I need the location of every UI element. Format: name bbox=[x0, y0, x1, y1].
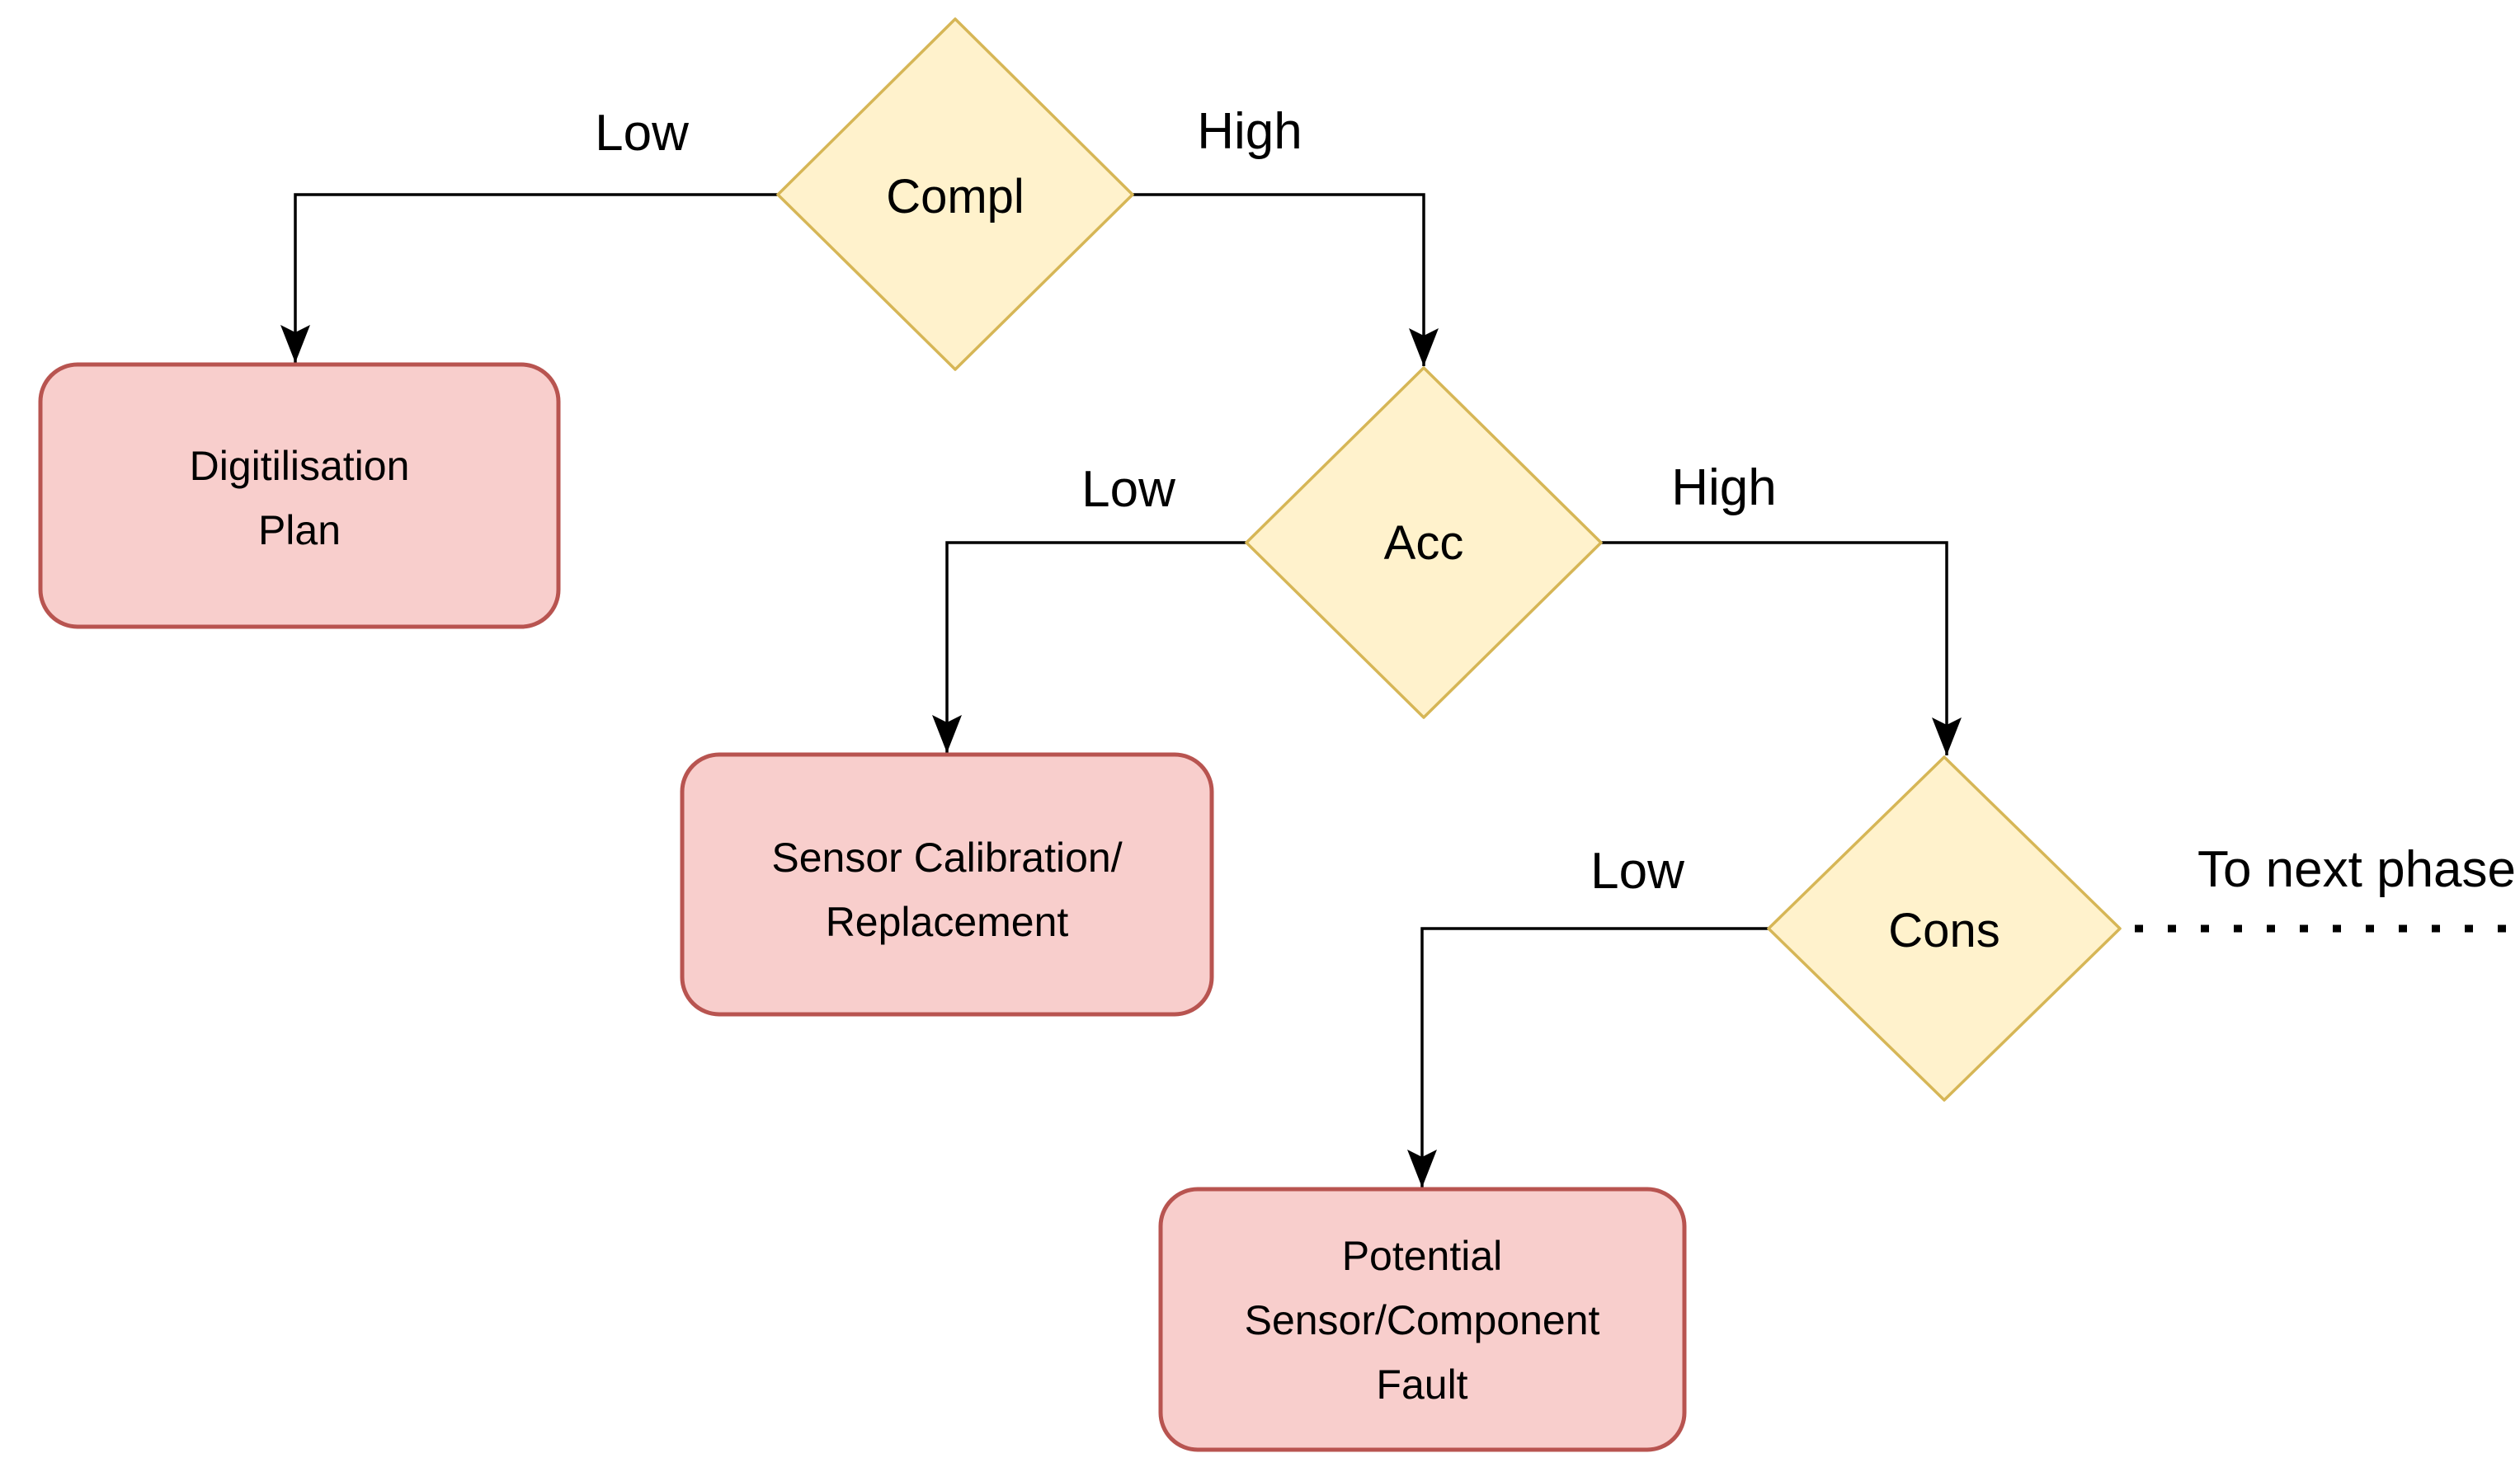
action-line: Digitilisation bbox=[190, 443, 410, 489]
action-potential-fault-shape bbox=[1158, 1187, 1687, 1452]
edge-acc-high: High bbox=[1601, 459, 1962, 755]
action-line: Sensor Calibration/ bbox=[771, 835, 1122, 881]
decision-compl-label: Compl bbox=[886, 170, 1024, 223]
action-sensor-calibration-label: Sensor Calibration/Replacement bbox=[771, 835, 1122, 945]
edge-label-compl-low: Low bbox=[595, 105, 689, 162]
decision-node-cons: Cons bbox=[1767, 755, 2122, 1102]
action-line: Fault bbox=[1376, 1361, 1467, 1408]
decision-compl-shape bbox=[776, 17, 1134, 371]
edge-acc-low-line bbox=[932, 541, 1246, 753]
edge-acc-low: Low bbox=[932, 461, 1246, 753]
action-line: Plan bbox=[258, 507, 341, 553]
edge-cons-low-line bbox=[1407, 927, 1769, 1187]
edge-compl-low: Low bbox=[280, 105, 778, 363]
action-node-sensor-calibration: Sensor Calibration/Replacement bbox=[680, 752, 1214, 1017]
action-digitilisation-plan-shape bbox=[38, 362, 561, 629]
decision-cons-shape bbox=[1767, 755, 2122, 1102]
edge-label-acc-low: Low bbox=[1081, 461, 1175, 518]
action-line: Potential bbox=[1342, 1233, 1503, 1279]
action-sensor-calibration-shape bbox=[680, 752, 1214, 1017]
edge-cons-next-phase: To next phase bbox=[2135, 841, 2516, 933]
decision-acc-label: Acc bbox=[1384, 516, 1464, 570]
edge-label-acc-high: High bbox=[1671, 459, 1777, 516]
decision-cons-label: Cons bbox=[1888, 904, 2000, 957]
edge-label-to-next-phase: To next phase bbox=[2197, 841, 2516, 898]
action-line: Sensor/Component bbox=[1245, 1297, 1600, 1343]
edge-acc-high-line bbox=[1601, 541, 1962, 755]
edge-cons-low: Low bbox=[1407, 843, 1769, 1187]
edge-compl-high: High bbox=[1133, 103, 1439, 366]
edge-label-cons-low: Low bbox=[1590, 843, 1684, 900]
action-line: Replacement bbox=[826, 899, 1069, 945]
decision-acc-shape bbox=[1245, 366, 1603, 719]
edge-label-compl-high: High bbox=[1197, 103, 1302, 160]
edge-compl-low-line bbox=[280, 193, 778, 363]
decision-node-acc: Acc bbox=[1245, 366, 1603, 719]
decision-node-compl: Compl bbox=[776, 17, 1134, 371]
edge-compl-high-line bbox=[1133, 193, 1439, 366]
